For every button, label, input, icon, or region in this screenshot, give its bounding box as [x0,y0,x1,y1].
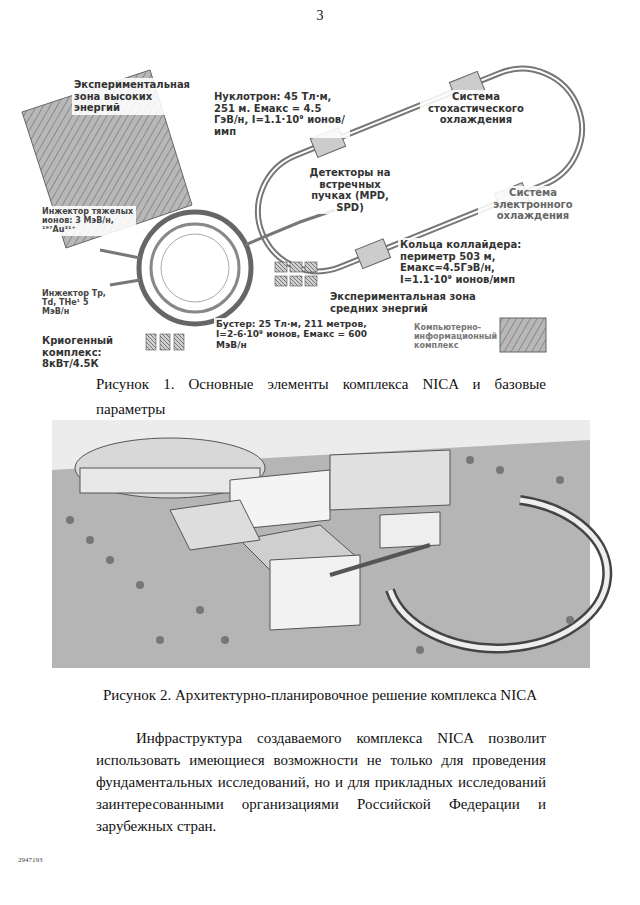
cryogenic-label: Криогенный комплекс: 8кВт/4.5К [40,334,140,371]
page-number: 3 [300,8,340,24]
system-label: Система стохастического охлаждения [420,90,532,127]
collider-ring [236,41,604,298]
complex-label: Компьютерно-информационный комплекс [412,322,496,352]
architectural-render [52,420,607,668]
booster-ring [139,212,251,324]
system-label: Система электронного охлаждения [478,186,588,223]
body-paragraph: Инфраструктура создаваемого комплекса NI… [96,727,546,837]
collider-label: Кольца коллайдера: периметр 503 м, Eмакс… [398,238,548,286]
injector-label: Инжектор Tp, Td, THe¹ 5 МэВ/н [40,288,114,318]
zone-label: Экспериментальная зона средних энергий [328,290,488,315]
transfer-line [245,210,335,245]
mid-energy-hall [275,262,317,286]
cryogenic-plant [146,334,184,350]
injector-line [110,280,140,285]
computer-building [500,318,546,352]
document-number: 2947193 [18,856,78,864]
injector-label: Инжектор тяжелых ионов: 3 МэВ/н, ¹⁹⁷Au³¹… [40,206,136,236]
figure-caption: Рисунок 1. Основные элементы комплекса N… [96,372,546,422]
accelerator-label: Нуклотрон: 45 Тл·м, 251 м. Eмакс = 4.5 Г… [212,90,350,138]
injector-line [100,250,140,258]
zone-label: Экспериментальная зона высоких энергий [72,78,190,115]
booster-label: Бустер: 25 Тл·м, 211 метров, I=2-6·10⁹ и… [214,318,392,351]
detector-label: Детекторы на встречных пучках (MPD, SPD) [300,166,400,214]
figure-caption: Рисунок 2. Архитектурно-планировочное ре… [60,684,580,707]
